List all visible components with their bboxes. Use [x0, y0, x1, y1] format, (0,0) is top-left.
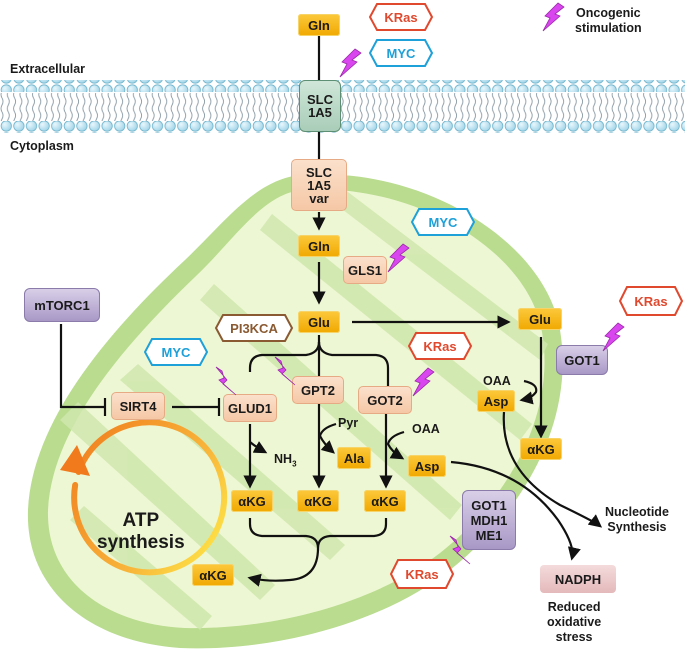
metabolite-pyr: Pyr [338, 416, 359, 430]
pi3kca-label: PI3KCA [230, 320, 278, 336]
kras-label: KRas [634, 293, 668, 309]
metabolite-oaa-mito: OAA [412, 422, 440, 436]
hexagon-shape [389, 559, 455, 589]
nucleotide-synthesis-label: Nucleotide Synthesis [605, 505, 669, 534]
oncogene-kras-got1[interactable]: KRas [618, 285, 684, 317]
reduced-oxidative-stress-label: Reduced oxidative stress [547, 600, 602, 644]
oncogene-kras-top[interactable]: KRas [368, 2, 434, 32]
metabolite-oaa-cyto: OAA [483, 374, 511, 388]
metabolite-glu-mito[interactable]: Glu [298, 311, 340, 333]
hexagon-shape [368, 3, 434, 31]
metabolite-asp-mito[interactable]: Asp [408, 455, 446, 477]
lightning-bolt-icon [542, 2, 565, 32]
cytoplasm-label: Cytoplasm [10, 139, 74, 153]
hexagon-shape [368, 39, 434, 67]
metabolite-gln-mito[interactable]: Gln [298, 235, 340, 257]
metabolite-nh3: NH3 [274, 452, 297, 472]
enzyme-got1-mdh1-me1[interactable]: GOT1 MDH1 ME1 [462, 490, 516, 550]
enzyme-mtorc1[interactable]: mTORC1 [24, 288, 100, 322]
slc1a5-transporter[interactable]: SLC 1A5 [299, 80, 341, 132]
oncogene-kras-got2[interactable]: KRas [407, 331, 473, 361]
oncogene-myc-glud1[interactable]: MYC [143, 337, 209, 367]
atp-synthesis-label: ATP synthesis [97, 510, 185, 553]
kras-label: KRas [384, 9, 418, 25]
plasma-membrane [0, 80, 685, 133]
myc-label: MYC [428, 214, 458, 230]
oncogene-myc-gls1[interactable]: MYC [410, 207, 476, 237]
pathway-arrows [59, 36, 603, 587]
lightning-bolt-icon [412, 367, 435, 397]
hexagon-shape [143, 338, 209, 366]
enzyme-gls1[interactable]: GLS1 [343, 256, 387, 284]
metabolite-ala[interactable]: Ala [337, 447, 371, 469]
hexagon-shape [407, 332, 473, 360]
hexagon-shape [618, 286, 684, 316]
metabolite-asp-cyto[interactable]: Asp [477, 390, 515, 412]
extracellular-label: Extracellular [10, 62, 86, 76]
metabolite-akg-merged[interactable]: αKG [192, 564, 234, 586]
nh3-subscript: 3 [292, 459, 297, 469]
atp-cycle-arrow [60, 419, 228, 576]
legend-label: Oncogenic stimulation [575, 6, 642, 35]
myc-label: MYC [161, 344, 191, 360]
myc-label: MYC [386, 45, 416, 61]
lightning-bolt-icon [449, 535, 471, 565]
hexagon-shape [410, 208, 476, 236]
metabolite-akg-glud1[interactable]: αKG [231, 490, 273, 512]
slc1a5-var-transporter[interactable]: SLC 1A5 var [291, 159, 347, 211]
lightning-bolt-icon [387, 243, 410, 273]
enzyme-sirt4[interactable]: SIRT4 [111, 392, 165, 420]
kras-label: KRas [423, 338, 457, 354]
enzyme-got1[interactable]: GOT1 [556, 345, 608, 375]
nh3-text: NH [274, 452, 293, 466]
lightning-bolt-icon [215, 366, 237, 396]
oncogene-kras-bottom[interactable]: KRas [389, 558, 455, 590]
lightning-bolt-icon [274, 356, 296, 386]
mitochondrion [27, 174, 563, 649]
metabolite-akg-got2[interactable]: αKG [364, 490, 406, 512]
metabolite-glu-cyto[interactable]: Glu [518, 308, 562, 330]
enzyme-glud1[interactable]: GLUD1 [223, 394, 277, 422]
lightning-bolt-icon [602, 322, 625, 352]
kras-label: KRas [405, 566, 439, 582]
nadph-box[interactable]: NADPH [540, 565, 616, 593]
oncogene-myc-top[interactable]: MYC [368, 38, 434, 68]
metabolite-akg-cyto[interactable]: αKG [520, 438, 562, 460]
metabolite-akg-gpt2[interactable]: αKG [297, 490, 339, 512]
enzyme-gpt2[interactable]: GPT2 [292, 376, 344, 404]
enzyme-got2[interactable]: GOT2 [358, 386, 412, 414]
lightning-bolt-icon [339, 48, 362, 78]
hexagon-shape [214, 314, 294, 342]
metabolite-gln-extracellular[interactable]: Gln [298, 14, 340, 36]
oncogene-pi3kca[interactable]: PI3KCA [214, 313, 294, 343]
